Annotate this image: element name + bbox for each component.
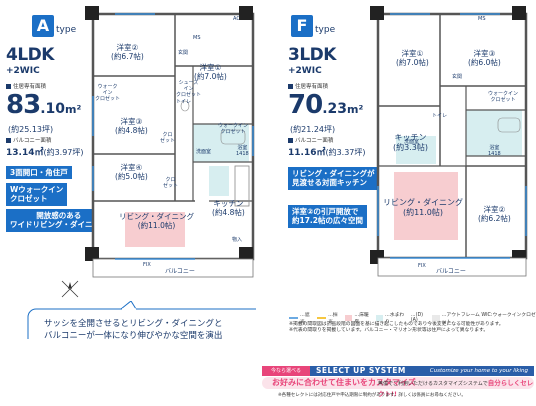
type-a-letter: A [32, 15, 54, 37]
legend-outframe: …アウトフレーム WIC:ウォークインクロゼット [432, 311, 536, 325]
banner-subtitle: Customize your home to your liking [429, 368, 528, 374]
type-a-room-w3: 洋室③ (約4.8帖) [115, 117, 148, 136]
type-f-area-label: 住居専有面積 [288, 82, 328, 90]
type-a-ms: MS [193, 35, 201, 41]
type-a-header: A type [32, 15, 76, 37]
type-f-wic: ウォークイン クロゼット [488, 91, 519, 103]
type-f-area: 70.23m² [288, 90, 364, 120]
ld-note-callout [27, 301, 256, 339]
type-a-wic1: ウォーク イン クロゼット [95, 84, 121, 102]
type-f-wic: +2WIC [288, 66, 322, 76]
type-a-feature-1: 3面開口・角住戸 [6, 166, 72, 180]
ld-note-text: サッシを全開させるとリビング・ダイニングと バルコニーが一体になり伸びやかな空間… [44, 319, 223, 342]
legend-shading: …遮光 [289, 313, 310, 325]
type-a-room-kitchen: キッチン (約4.8帖) [212, 199, 245, 218]
type-f-room-w3: 洋室③ (約6.0帖) [468, 49, 501, 68]
type-f-balcony-value: 11.16㎡(約3.37坪) [288, 148, 366, 158]
compass-icon [61, 280, 79, 298]
type-a-ac: AC [233, 16, 240, 22]
type-f-room-kitchen: キッチン (約3.3帖) [393, 133, 428, 152]
type-a-closet-1: クロ ゼット [160, 132, 176, 144]
type-a-shoes-closet: シューズ イン クロゼット [176, 80, 202, 98]
type-a-kura: 物入 [232, 237, 243, 243]
type-f-ms: MS [478, 16, 486, 22]
type-a-tsubo: (約25.13坪) [8, 125, 54, 134]
type-f-header: F type [291, 15, 335, 37]
banner-title: SELECT UP SYSTEM [316, 366, 406, 375]
customize-text: 無償でご利用いただけるカスタマイズシステムで自分らしくセレクト!! [378, 379, 534, 398]
type-a-wic: +2WIC [6, 66, 40, 76]
type-a-room-balcony: バルコニー [165, 268, 195, 275]
type-a-area-label: 住居専有面積 [6, 82, 46, 90]
type-a-word: type [56, 25, 77, 35]
type-a-ld-floor-heating [125, 212, 185, 247]
type-a-room-w4: 洋室④ (約5.0帖) [115, 163, 148, 182]
banner-tag: 今なら選べる [262, 366, 310, 376]
type-a-bath: 浴室 1418 [236, 145, 249, 157]
type-f-balcony-label: バルコニー面積 [288, 136, 333, 144]
select-up-banner: 今なら選べる SELECT UP SYSTEM Customize your h… [262, 366, 534, 376]
customize-headline: お好みに合わせて住まいをカスタマイズ [272, 378, 416, 387]
legend-da: …(D)(A) [410, 313, 424, 323]
type-a-balcony-value: 13.14㎡(約3.97坪) [6, 148, 84, 158]
type-a-room-w2: 洋室② (約6.7帖) [111, 43, 144, 62]
legend: …遮光 …採光 …床暖房 …水まわり …(D)(A) …アウトフレーム WIC:… [289, 311, 536, 325]
legend-floor-heating: …床暖房 [345, 311, 372, 325]
type-a-entrance: 玄関 [178, 50, 189, 56]
floor-plan-notes: ※掲載の間取図は計画段階の図面を基に描き起こしたものであり今後変更になる可能性が… [289, 322, 504, 334]
type-a-feature-2: Wウォークイン クロゼット [6, 183, 68, 206]
type-f-tsubo: (約21.24坪) [290, 125, 336, 134]
type-f-room-w2: 洋室② (約6.2帖) [478, 205, 511, 224]
type-a-balcony-label: バルコニー面積 [6, 136, 51, 144]
type-f-toilet: トイレ [432, 113, 448, 119]
legend-lighting: …採光 [317, 313, 338, 325]
type-a-closet-2: クロ ゼット [163, 177, 179, 189]
type-a-area: 83.10m² [6, 90, 82, 120]
type-f-entrance: 玄関 [452, 74, 463, 80]
type-a-wash: 洗面室 [196, 149, 212, 155]
type-f-feature-1: リビング・ダイニングが 見渡せる対面キッチン [288, 167, 379, 190]
customize-banner: お好みに合わせて住まいをカスタマイズ 無償でご利用いただけるカスタマイズシステム… [262, 377, 534, 398]
type-f-bath: 浴室 1418 [488, 145, 501, 157]
type-f-wash: 洗面室 [404, 139, 420, 145]
type-f-fix: FIX [418, 263, 426, 269]
type-a-room-w1: 洋室① (約7.0帖) [194, 63, 227, 82]
type-a-fix: FIX [143, 262, 151, 268]
type-f-floor-plan [370, 6, 528, 277]
type-f-ld-floor-heating [394, 172, 458, 240]
type-a-floor-plan [85, 6, 255, 278]
type-a-ldk: 4LDK [6, 45, 54, 65]
type-a-toilet: トイレ [176, 99, 192, 105]
type-f-room-balcony: バルコニー [436, 268, 466, 275]
banner-footnote: ※各種セレクトには対応住戸や申込期限に制約があります。詳しくは係員にお尋ねくださ… [278, 393, 466, 398]
type-f-room-ld: リビング・ダイニング (約11.0帖) [383, 198, 463, 217]
type-a-wic2: ウォークイン クロゼット [218, 123, 249, 135]
type-f-letter: F [291, 15, 313, 37]
type-f-ldk: 3LDK [288, 45, 336, 65]
legend-water: …水まわり [375, 311, 407, 325]
type-f-feature-2: 洋室②の引戸開放で 約17.2帖の広々空間 [288, 205, 368, 228]
type-f-room-w1: 洋室① (約7.0帖) [396, 49, 429, 68]
type-f-word: type [315, 25, 336, 35]
type-a-feature-3: 開放感のある ワイドリビング・ダイニング [6, 209, 112, 232]
type-a-room-ld: リビング・ダイニング (約11.0帖) [119, 212, 194, 231]
